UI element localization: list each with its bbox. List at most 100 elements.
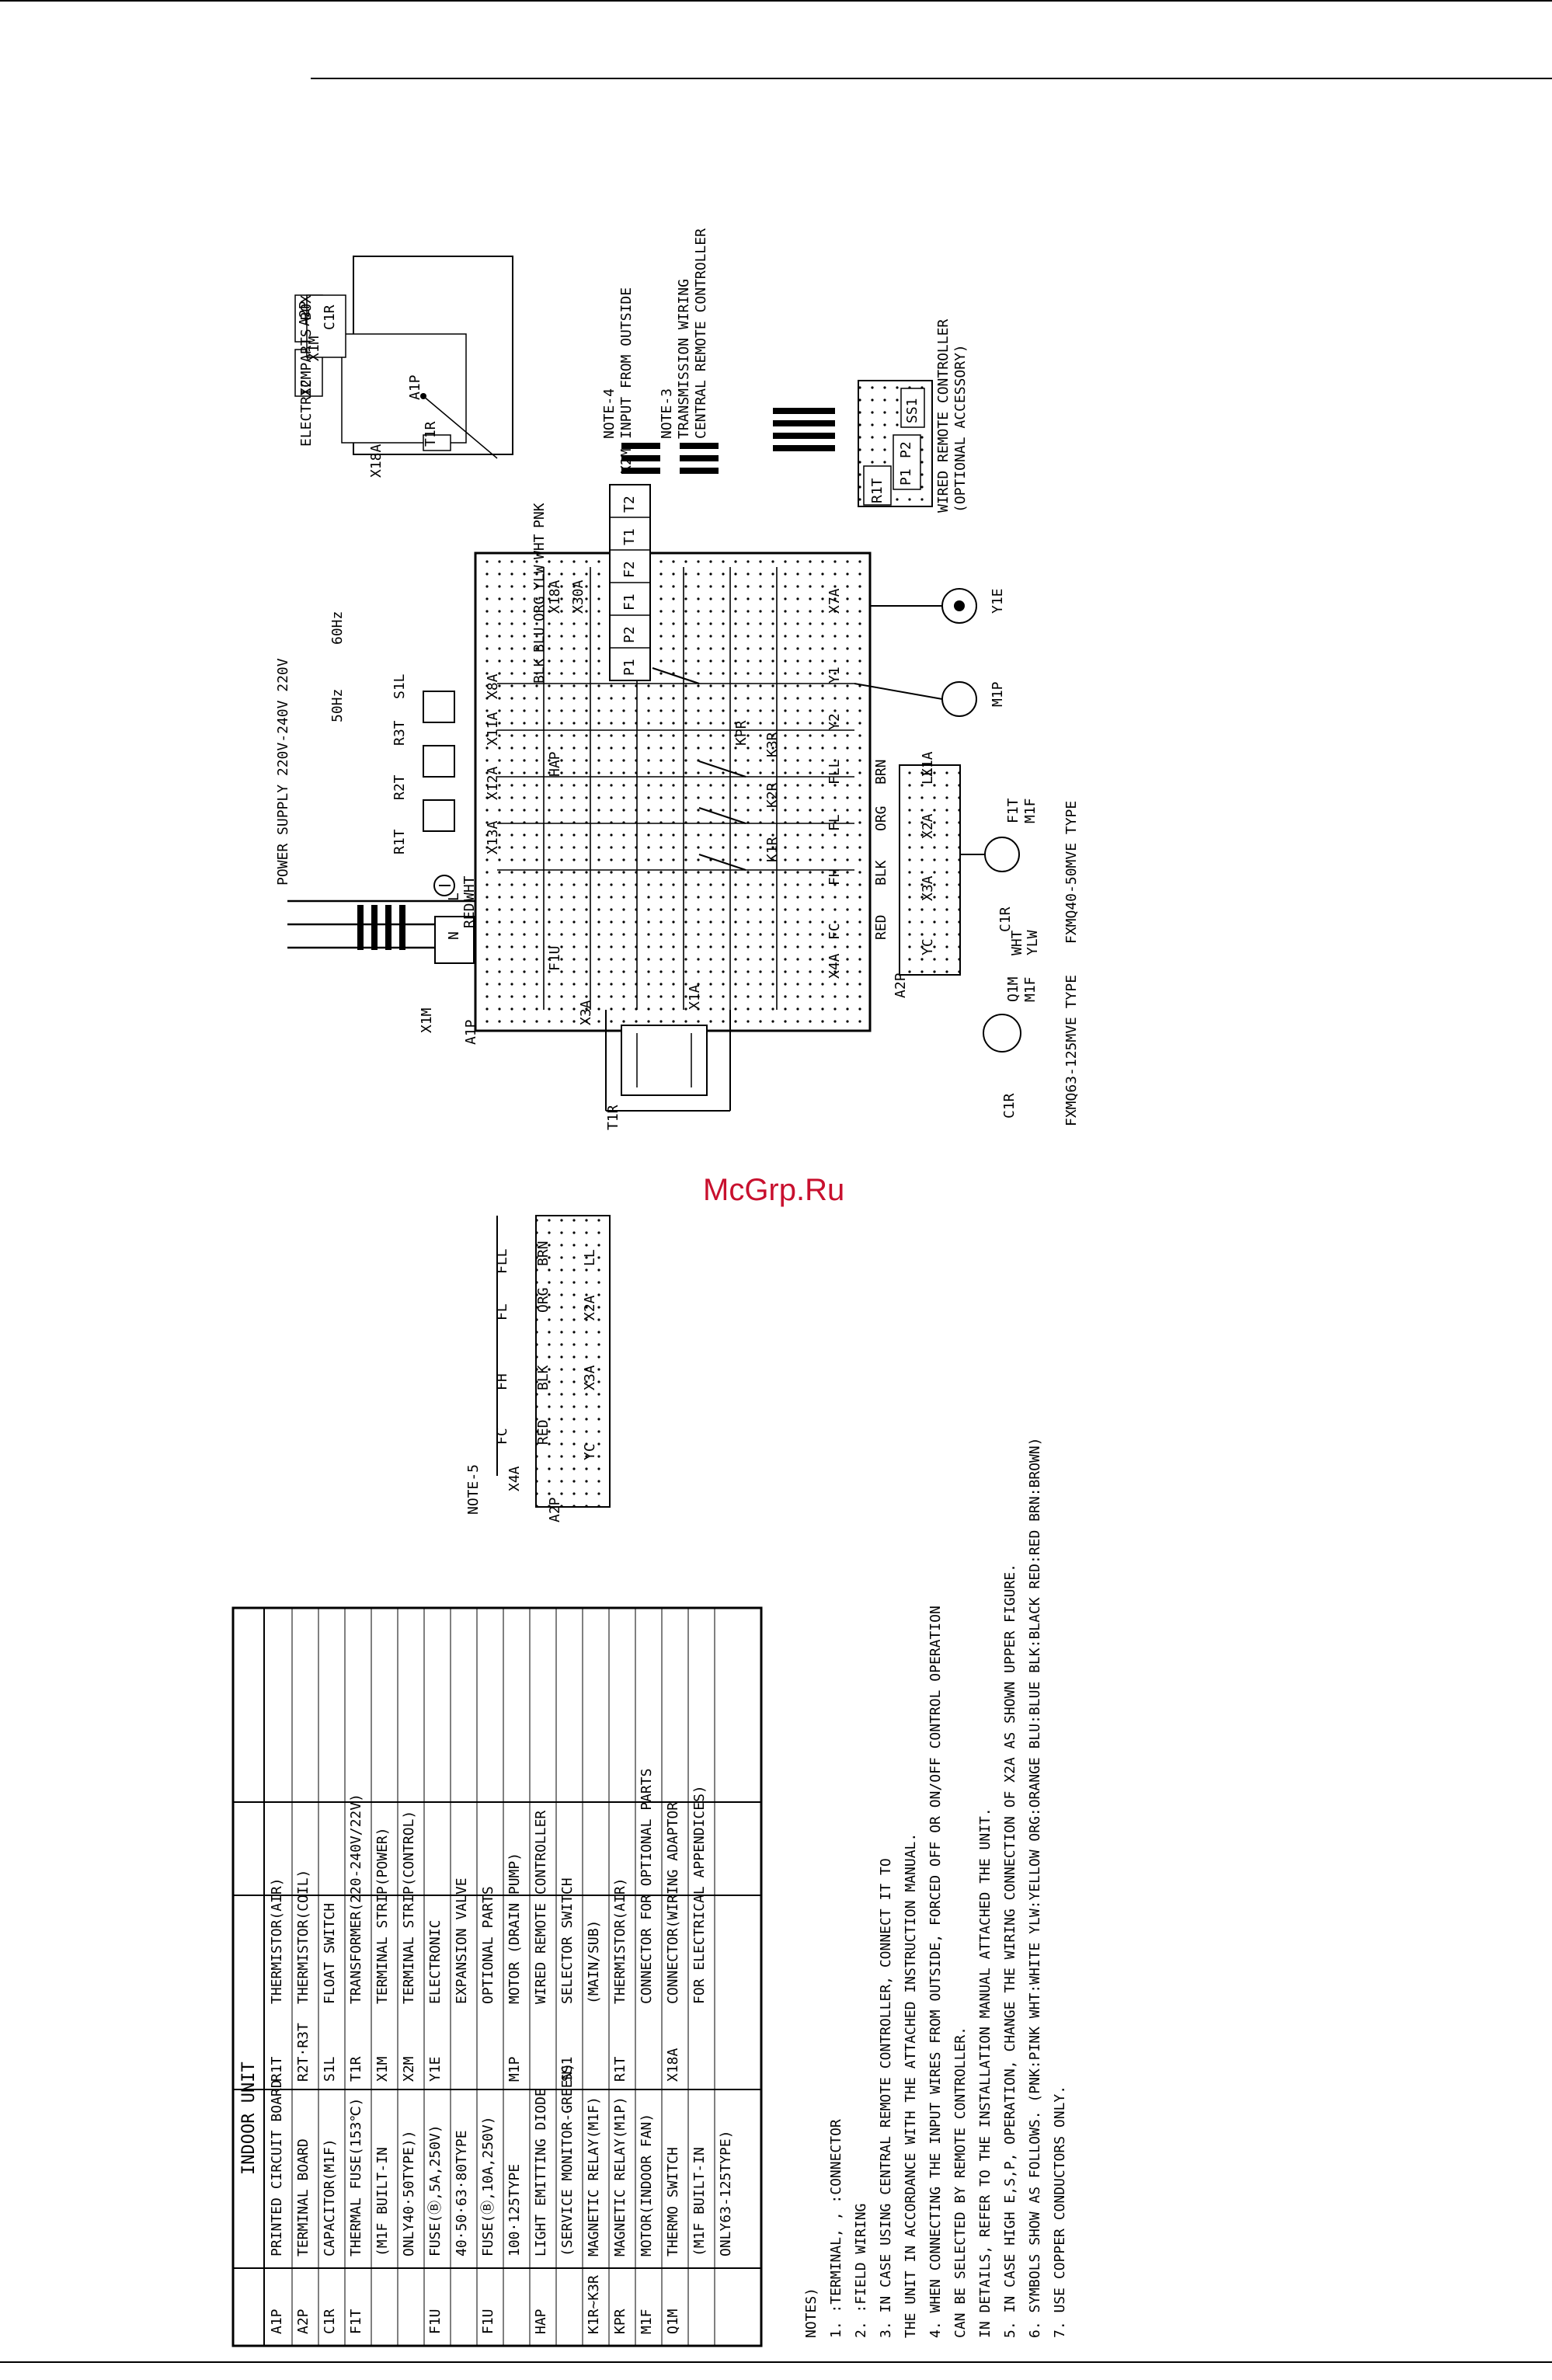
wire-wht: WHT xyxy=(531,534,548,559)
wire-blu: BLU xyxy=(531,627,548,652)
note-line: IN DETAILS, REFER TO THE INSTALLATION MA… xyxy=(977,1808,993,2338)
fl-label: FL xyxy=(826,814,843,831)
pcb-x12a: X12A xyxy=(485,766,501,800)
r1t-label: R1T xyxy=(391,829,408,854)
legend-cell: A1P xyxy=(269,2309,285,2334)
a2p-label: A2P xyxy=(893,973,909,998)
legend-cell: OPTIONAL PARTS xyxy=(480,1886,496,2004)
legend-cell: X1M xyxy=(374,2056,391,2082)
wire-wht-motor: WHT xyxy=(1009,930,1025,955)
legend-cell: Q1M xyxy=(665,2309,681,2334)
thermistor-r2t xyxy=(423,745,455,778)
note-line: 3. IN CASE USING CENTRAL REMOTE CONTROLL… xyxy=(878,1858,894,2338)
parts-box-c1r: C1R xyxy=(322,304,338,330)
legend-cell: F1U xyxy=(427,2309,444,2334)
terminal-board-a2p xyxy=(899,764,961,976)
legend-cell: TERMINAL STRIP(POWER) xyxy=(374,1827,391,2004)
s1l-label: S1L xyxy=(391,673,408,699)
legend-cell: THERMAL FUSE(153℃) xyxy=(348,2098,364,2256)
m1p-label: M1P xyxy=(990,681,1006,707)
legend-cell: MAGNETIC RELAY(M1F) xyxy=(586,2096,602,2256)
legend-cell: FUSE(Ⓑ,10A,250V) xyxy=(480,2116,496,2256)
legend-cell: SELECTOR SWITCH xyxy=(559,1877,576,2004)
legend-cell: MOTOR (DRAIN PUMP) xyxy=(506,1853,523,2004)
note5-x3a: X3A xyxy=(582,1365,598,1390)
note5-blk: BLK xyxy=(535,1365,552,1390)
note5-brn: BRN xyxy=(535,1240,552,1266)
wire-red-label: RED xyxy=(873,914,889,940)
note5-yc: YC xyxy=(582,1443,598,1460)
x2m-label: X2M xyxy=(618,448,635,474)
legend-cell: F1U xyxy=(480,2309,496,2334)
legend-cell: TRANSFORMER(220-240V/22V) xyxy=(348,1794,364,2004)
x1a-motor-label: X1A xyxy=(920,751,936,777)
note-line: NOTES) xyxy=(803,2288,819,2338)
legend-cell: PRINTED CIRCUIT BOARD xyxy=(269,2079,285,2256)
pcb-x3a: X3A xyxy=(578,1000,594,1025)
legend-cell: F1T xyxy=(348,2309,364,2334)
note-line: 5. IN CASE HIGH E,S,P, OPERATION, CHANGE… xyxy=(1002,1564,1018,2338)
legend-cell: 40·50·63·80TYPE xyxy=(454,2130,470,2256)
note5-inset: NOTE-5 X4A A2P FC FH FL FLL RED BLK ORG … xyxy=(465,1215,611,1522)
legend-cell: THERMO SWITCH xyxy=(665,2147,681,2256)
legend-cell: R1T xyxy=(269,2056,285,2082)
note3-text2: CENTRAL REMOTE CONTROLLER xyxy=(693,228,709,439)
legend-cell: R2T·R3T xyxy=(295,2023,311,2082)
legend-cell: ONLY40·50TYPE)) xyxy=(401,2130,417,2256)
note5-fl: FL xyxy=(494,1303,510,1320)
x1m-label: X1M xyxy=(419,1007,435,1033)
legend-cell: (MAIN/SUB) xyxy=(586,1920,602,2004)
legend-cell: EXPANSION VALVE xyxy=(454,1877,470,2004)
kpr-label: KPR xyxy=(733,720,750,746)
fan-small-caption: FXMQ40-50MVE TYPE xyxy=(1063,801,1080,944)
wht-label: WHT xyxy=(461,875,478,901)
wire-ylw-motor: YLW xyxy=(1025,930,1041,955)
pcb-x30a: X30A xyxy=(570,579,586,614)
legend-header: INDOOR UNIT xyxy=(239,2062,259,2175)
remote-title2: (OPTIONAL ACCESSORY) xyxy=(952,344,969,513)
note3-text1: TRANSMISSION WIRING xyxy=(676,279,692,439)
fan-large-q1m: Q1M xyxy=(1005,976,1021,1002)
parts-box-title: ELECTRIC PARTS BOX xyxy=(298,295,315,447)
fan-large-caption: FXMQ63-125MVE TYPE xyxy=(1063,975,1080,1126)
legend-cell: T1R xyxy=(348,2056,364,2082)
l-label: L xyxy=(446,893,462,901)
pcb-x18a: X18A xyxy=(547,579,563,614)
thermistor-r1t xyxy=(423,799,455,832)
bottom-rule xyxy=(0,2361,1552,2363)
x2m-p1: P1 xyxy=(621,659,638,676)
k1r-label: K1R xyxy=(764,837,781,862)
t1r-label: T1R xyxy=(605,1105,621,1130)
thermistor-r3t xyxy=(423,691,455,723)
legend-cell: CAPACITOR(M1F) xyxy=(322,2138,338,2256)
legend-cell: THERMISTOR(AIR) xyxy=(612,1877,628,2004)
legend-cell: HAP xyxy=(533,2309,549,2334)
note-line: 1. :TERMINAL, , :CONNECTOR xyxy=(828,2119,844,2338)
note5-a2p: A2P xyxy=(547,1497,563,1522)
terminal-x1m xyxy=(434,916,475,964)
note5-label: NOTE-5 xyxy=(465,1464,482,1515)
k3r-label: K3R xyxy=(764,732,781,757)
note-line: 4. WHEN CONNECTING THE INPUT WIRES FROM … xyxy=(927,1606,944,2338)
remote-p2: P2 xyxy=(898,441,914,458)
fll-label: FLL xyxy=(826,759,843,785)
note5-x4a: X4A xyxy=(506,1466,523,1491)
parts-box-x18a: X18A xyxy=(368,444,385,478)
legend-cell: CONNECTOR FOR OPTIONAL PARTS xyxy=(639,1769,655,2004)
parts-box-t1r: T1R xyxy=(423,421,439,447)
legend-cell: CONNECTOR(WIRING ADAPTOR xyxy=(665,1802,681,2004)
parts-box-a1p: A1P xyxy=(407,374,423,400)
y1e-label: Y1E xyxy=(990,588,1006,614)
r3t-label: R3T xyxy=(391,720,408,746)
wire-org-label: ORG xyxy=(873,806,889,831)
power-supply-label: POWER SUPPLY 220V-240V 220V xyxy=(275,658,291,886)
note5-fc: FC xyxy=(494,1428,510,1445)
x3a2-label: X3A xyxy=(920,875,936,901)
parts-box-x2m: X2M xyxy=(298,371,315,396)
fan-large-m1f: M1F xyxy=(1022,976,1039,1002)
k2r-label: K2R xyxy=(764,782,781,808)
note-line: 6. SYMBOLS SHOW AS FOLLOWS. (PNK:PINK WH… xyxy=(1027,1437,1043,2338)
wire-ylw: YLW xyxy=(531,565,548,590)
legend-cell: (M1F BUILT-IN xyxy=(691,2147,708,2256)
wire-pnk: PNK xyxy=(531,503,548,528)
